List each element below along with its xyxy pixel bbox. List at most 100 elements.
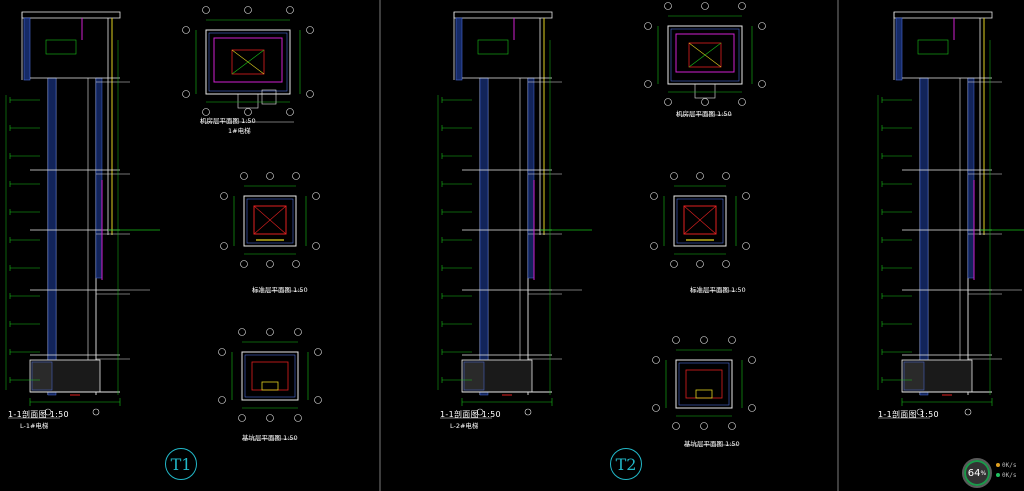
grid-bubble — [738, 98, 746, 106]
grid-bubble — [294, 328, 302, 336]
plan-2-machine-room-inner — [670, 28, 740, 82]
grid-bubble — [266, 414, 274, 422]
grid-bubble — [670, 172, 678, 180]
grid-bubble — [650, 242, 658, 250]
roof-slab-2 — [453, 11, 553, 19]
roof-slab-1 — [21, 11, 121, 19]
plan-title-1-standard: 标准层平面图 1:50 — [252, 286, 308, 294]
plan-subtitle-1-machine-room: 1#电梯 — [228, 127, 251, 135]
buffer — [695, 389, 713, 399]
door-frame — [917, 39, 949, 55]
grid-bubble — [218, 396, 226, 404]
plan-title-1-machine-room: 机房层平面图 1:50 — [200, 117, 256, 125]
grid-bubble — [672, 422, 680, 430]
download-dot-icon — [996, 473, 1000, 477]
grid-bubble — [670, 260, 678, 268]
pit-hatch — [31, 361, 53, 391]
traction-machine — [231, 49, 265, 75]
grid-bubble — [476, 408, 484, 416]
grid-bubble — [672, 336, 680, 344]
machine-room-wall — [675, 33, 735, 73]
plan-1-machine-room-inner — [208, 32, 288, 92]
grid-bubble — [696, 260, 704, 268]
wall-hatch-left — [479, 77, 489, 396]
plan-1-standard-inner — [246, 198, 294, 244]
door-frame — [45, 39, 77, 55]
grid-bubble — [758, 80, 766, 88]
grid-bubble — [664, 2, 672, 10]
pit-hatch — [463, 361, 485, 391]
grid-bubble — [218, 348, 226, 356]
grid-bubble — [240, 260, 248, 268]
pit-hatch — [903, 361, 925, 391]
wall-hatch — [23, 17, 31, 81]
grid-bubble — [742, 242, 750, 250]
gauge-unit: % — [980, 469, 987, 477]
wall-hatch-left — [919, 77, 929, 396]
grid-bubble — [182, 26, 190, 34]
plan-1-pit-inner — [244, 354, 296, 398]
grid-bubble — [652, 404, 660, 412]
traction-machine — [688, 42, 722, 68]
plan-1-standard — [243, 195, 297, 247]
grid-bubble — [722, 172, 730, 180]
machine-diag — [231, 49, 265, 75]
wall-hatch-right — [967, 77, 975, 279]
plan-2-standard — [673, 195, 727, 247]
grid-bubble — [700, 422, 708, 430]
grid-bubble — [916, 408, 924, 416]
grid-bubble — [44, 408, 52, 416]
grid-bubble — [220, 242, 228, 250]
door-swing — [261, 89, 277, 105]
grid-bubble — [244, 6, 252, 14]
car-outline — [253, 205, 287, 235]
pit-outline — [251, 361, 289, 391]
machine-diag — [688, 42, 722, 68]
grid-bubble — [738, 2, 746, 10]
plan-title-1-pit: 基坑层平面图 1:50 — [242, 434, 298, 442]
grid-bubble — [701, 2, 709, 10]
grid-bubble — [266, 260, 274, 268]
car-diag — [683, 205, 717, 235]
plan-1-pit — [241, 351, 299, 401]
grid-bubble — [266, 172, 274, 180]
pit-outline — [685, 369, 723, 399]
upload-speed: 0K/s — [1002, 462, 1017, 469]
grid-bubble — [312, 192, 320, 200]
grid-bubble — [314, 396, 322, 404]
grid-bubble — [202, 108, 210, 116]
grid-bubble — [700, 336, 708, 344]
network-speed: 0K/s 0K/s — [996, 461, 1016, 481]
grid-bubble — [728, 422, 736, 430]
stair-access — [237, 93, 259, 109]
plan-2-pit — [675, 359, 733, 409]
plan-title-2-standard: 标准层平面图 1:50 — [690, 286, 746, 294]
grid-bubble — [696, 172, 704, 180]
grid-bubble — [748, 356, 756, 364]
grid-bubble — [294, 414, 302, 422]
grid-bubble — [238, 328, 246, 336]
wall-hatch — [455, 17, 463, 81]
grid-bubble — [244, 108, 252, 116]
plan-2-standard-inner — [676, 198, 724, 244]
upload-dot-icon — [996, 463, 1000, 467]
performance-gauge[interactable]: 64% — [962, 458, 992, 488]
section-title-2: 1-1剖面图 1:50 — [440, 410, 501, 419]
grid-bubble — [202, 6, 210, 14]
grid-bubble — [220, 192, 228, 200]
grid-bubble — [182, 90, 190, 98]
grid-bubble — [240, 172, 248, 180]
grid-bubble — [664, 98, 672, 106]
grid-bubble — [306, 90, 314, 98]
grid-bubble — [748, 404, 756, 412]
grid-bubble — [312, 242, 320, 250]
machine-room-wall — [213, 37, 283, 83]
grid-bubble — [524, 408, 532, 416]
plan-2-pit-inner — [678, 362, 730, 406]
grid-bubble — [964, 408, 972, 416]
grid-bubble — [314, 348, 322, 356]
roof-slab-3 — [893, 11, 993, 19]
drawing-badge-t1: T1 — [165, 448, 197, 480]
grid-bubble — [266, 328, 274, 336]
grid-bubble — [92, 408, 100, 416]
